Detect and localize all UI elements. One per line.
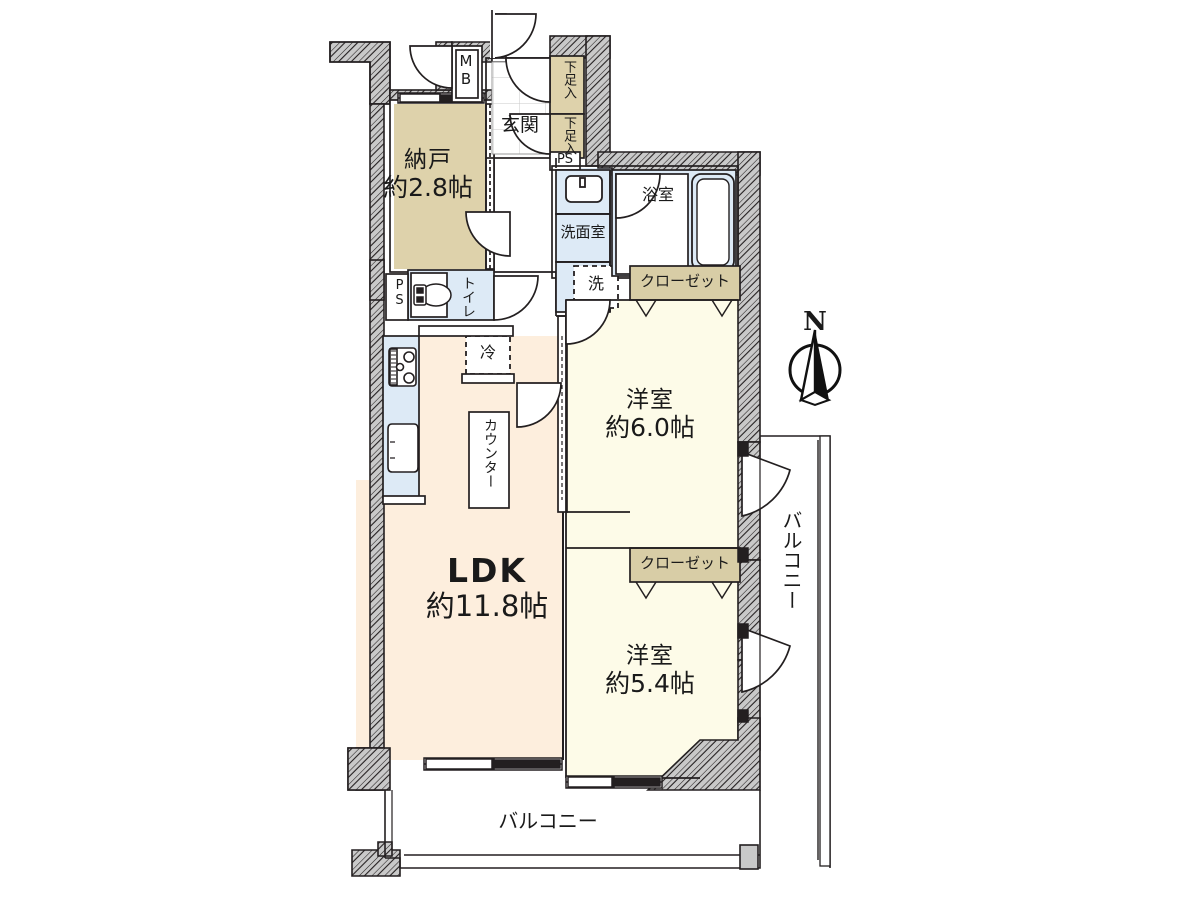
balcony-outlines <box>384 435 831 870</box>
bedroom-5-floor <box>566 548 738 778</box>
windows <box>423 441 749 789</box>
closet-open-marks <box>635 299 733 600</box>
door-swings <box>409 10 792 694</box>
north-arrow <box>788 329 842 407</box>
ldk-floor <box>383 336 563 760</box>
bedroom-6-floor <box>566 300 738 548</box>
